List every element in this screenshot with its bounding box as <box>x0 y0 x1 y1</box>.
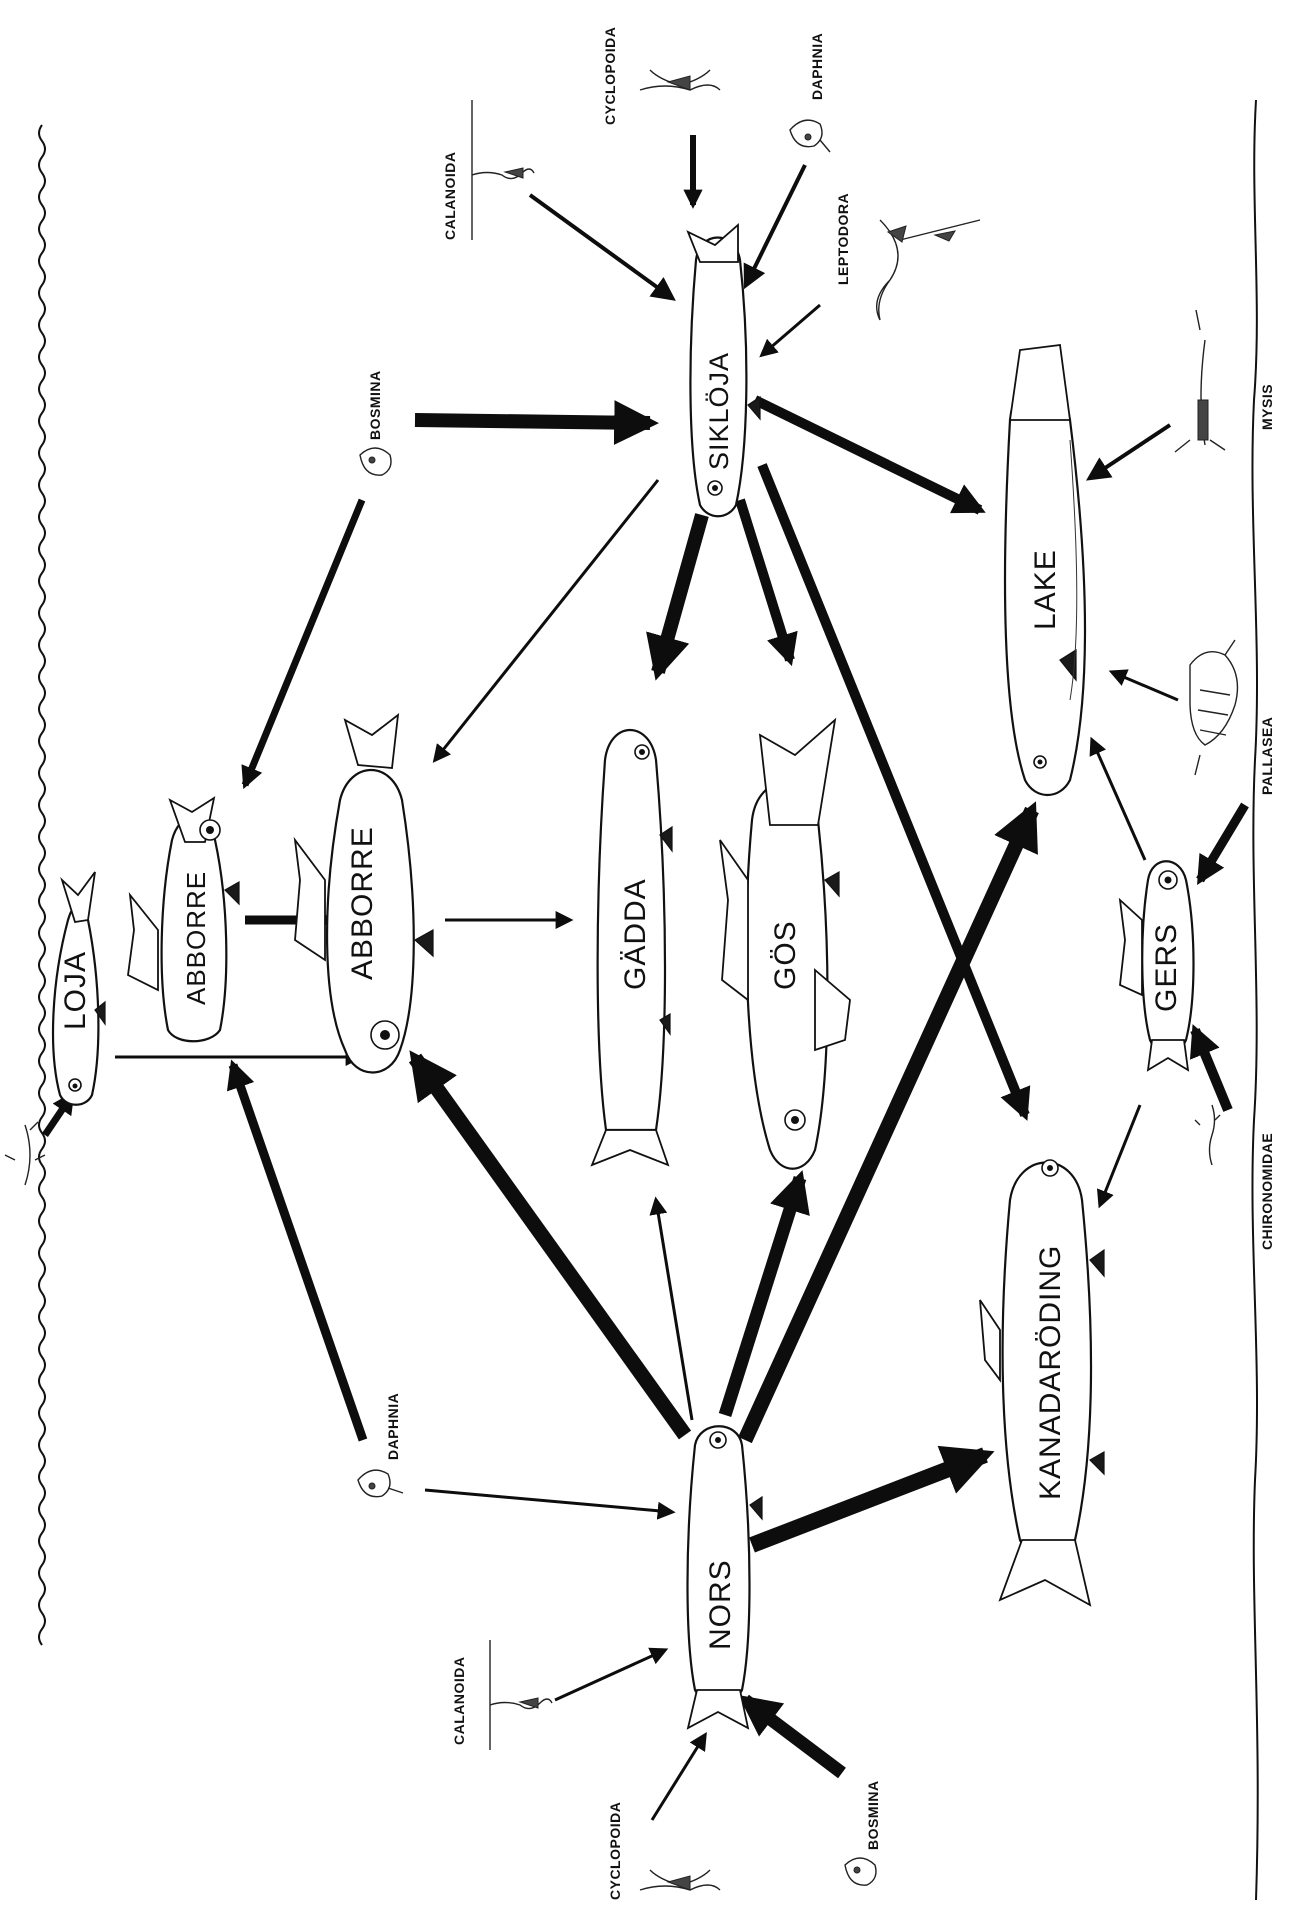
arrow-gers-lake <box>1089 736 1147 861</box>
fish-label-nors: NORS <box>704 1559 737 1650</box>
arrows <box>42 135 1249 1821</box>
fish-abborre-large: ABBORRE <box>293 712 434 1074</box>
prey-label-leptodora: LEPTODORA <box>835 193 851 285</box>
arrow-nors-gos <box>718 1170 810 1417</box>
arrow-leptodora-siklöja <box>759 303 821 358</box>
mysis-icon <box>1174 309 1226 453</box>
pallasea-icon <box>1189 639 1239 776</box>
arrow-siklöja-gadda <box>646 513 709 681</box>
fish-abborre-small: ABBORRE <box>127 796 240 1043</box>
leptodora-icon <box>876 219 981 321</box>
prey-label-pallasea: PALLASEA <box>1259 717 1275 795</box>
prey-label-cyclopoida-top: CYCLOPOIDA <box>602 27 618 125</box>
arrow-siklöja-lake <box>752 395 986 515</box>
arrow-siklöja-abborre <box>432 479 660 763</box>
fish-label-loja: LOJA <box>59 951 92 1030</box>
prey-label-daphnia-bottom: DAPHNIA <box>385 1393 401 1460</box>
prey-label-bosmina-top: BOSMINA <box>367 370 383 440</box>
fish-label-siklöja: SIKLÖJA <box>704 352 734 470</box>
arrow-nors-abborre <box>408 1050 692 1440</box>
arrow-daphnia-abborre-small <box>226 1059 368 1442</box>
fish-label-kanadaroding: KANADARÖDING <box>1034 1245 1067 1500</box>
prey-label-cyclopoida-bottom: CYCLOPOIDA <box>607 1802 623 1900</box>
fish-label-lake: LAKE <box>1029 549 1062 630</box>
arrow-bosmina-siklöja <box>414 400 659 445</box>
arrow-bosmina-abborre <box>241 498 366 790</box>
arrow-daphnia-siklöja <box>743 164 807 290</box>
bottom-border-line <box>1251 99 1259 1901</box>
fish-label-gos: GÖS <box>769 920 802 990</box>
fish-nors: NORS <box>686 1425 763 1730</box>
fish-label-gers: GERS <box>1150 923 1183 1012</box>
arrow-calanoida-nors <box>554 1647 669 1702</box>
arrow-daphnia-nors <box>424 1488 676 1520</box>
prey-label-chironomidae: CHIRONOMIDAE <box>1259 1133 1275 1250</box>
arrow-gers-kanadaroding <box>1096 1104 1142 1209</box>
prey-organisms <box>4 69 1239 1891</box>
prey-labels: CALANOIDA CYCLOPOIDA DAPHNIA LEPTODORA B… <box>367 27 1275 1900</box>
arrow-cyclopoida-nors <box>650 1731 707 1821</box>
chironomidae-icon <box>1194 1104 1221 1166</box>
arrow-nors-gadda <box>649 1196 694 1421</box>
cyclopoida-top-icon <box>639 69 721 91</box>
daphnia-top-icon <box>789 119 831 153</box>
fish-label-abborre-small: ABBORRE <box>181 871 211 1005</box>
arrow-bosmina-nors <box>738 1694 846 1779</box>
arrow-siklöja-kanadaroding <box>757 463 1031 1121</box>
fish-kanadaroding: KANADARÖDING <box>979 1159 1105 1607</box>
fish-label-abborre-large: ABBORRE <box>346 826 379 980</box>
prey-label-calanoida-top: CALANOIDA <box>442 152 458 241</box>
bosmina-bottom-icon <box>844 1857 877 1886</box>
daphnia-bottom-icon <box>357 1469 404 1498</box>
arrow-nors-lake <box>738 801 1039 1444</box>
calanoida-bottom-icon <box>489 1640 553 1750</box>
arrow-pallasea-lake <box>1108 669 1179 702</box>
fish-loja: LOJA <box>51 871 106 1106</box>
arrow-siklöja-gos <box>735 498 798 667</box>
fish-gers: GERS <box>1118 860 1195 1072</box>
fish-gadda: GÄDDA <box>590 729 673 1167</box>
arrow-chironomidae-gers <box>1189 1024 1233 1112</box>
arrow-nors-kanadaroding <box>749 1445 995 1553</box>
fish-lake: LAKE <box>1003 343 1087 796</box>
shrimp-icon <box>4 1121 46 1186</box>
fish-siklöja: SIKLÖJA <box>686 223 761 518</box>
prey-label-calanoida-bottom: CALANOIDA <box>451 1657 467 1746</box>
fish-label-gadda: GÄDDA <box>619 878 652 990</box>
calanoida-top-icon <box>471 100 535 240</box>
prey-label-bosmina-bottom: BOSMINA <box>865 1780 881 1850</box>
prey-label-mysis: MYSIS <box>1259 384 1275 430</box>
fish-gos: GÖS <box>719 717 851 1170</box>
arrow-mysis-lake <box>1085 423 1172 481</box>
arrow-calanoida-siklöja <box>528 193 676 301</box>
bosmina-top-icon <box>359 447 392 476</box>
prey-label-daphnia-top: DAPHNIA <box>809 33 825 100</box>
arrow-pallasea-gers <box>1196 802 1249 885</box>
surface-border-line <box>38 124 46 1646</box>
cyclopoida-bottom-icon <box>639 1869 721 1891</box>
